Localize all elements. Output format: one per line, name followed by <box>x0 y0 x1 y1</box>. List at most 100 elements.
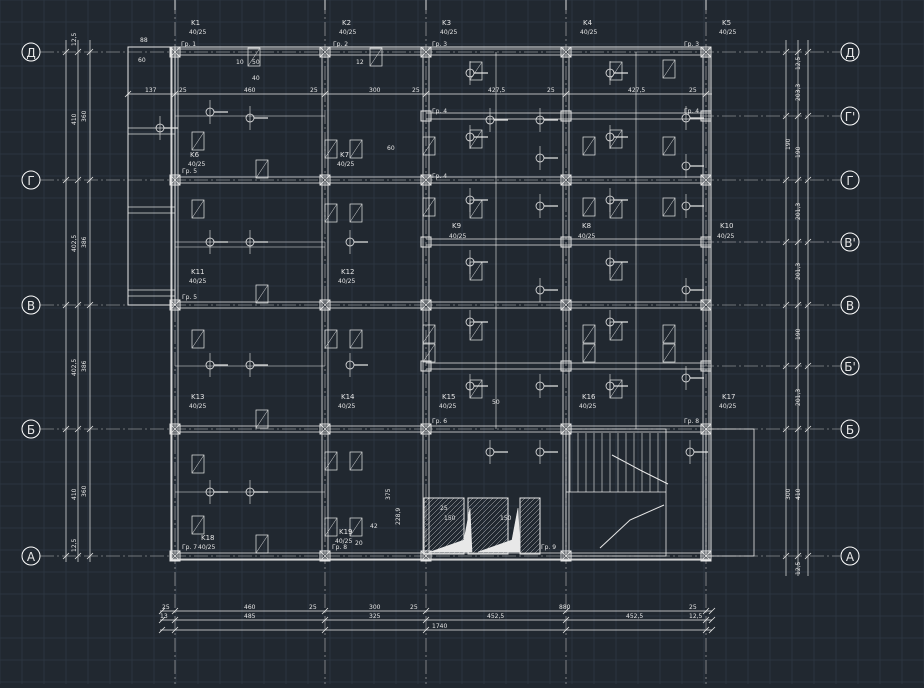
dim-text: 410 <box>795 488 802 500</box>
svg-text:K14: K14 <box>341 393 355 401</box>
svg-text:K5: K5 <box>722 19 731 27</box>
shaft-hatch <box>467 497 499 529</box>
wall-stub <box>422 197 436 217</box>
wall-stub <box>255 159 269 179</box>
svg-text:K13: K13 <box>191 393 205 401</box>
wall-hatch <box>469 261 483 281</box>
column-hatch <box>700 46 712 58</box>
dim-text: 190 <box>795 146 802 158</box>
column <box>420 46 432 58</box>
dim-tick <box>124 90 132 98</box>
svg-text:А: А <box>27 550 36 564</box>
wall-stub <box>247 47 261 67</box>
dim-tick <box>562 90 570 98</box>
column <box>319 174 331 186</box>
svg-text:K6: K6 <box>190 151 200 159</box>
wall-stub <box>324 139 338 159</box>
dim-tick <box>321 616 329 624</box>
dim-text: 360 <box>81 110 88 122</box>
dim-text: 12,5 <box>71 32 78 46</box>
dim-text: 25 <box>689 604 697 611</box>
svg-text:40/25: 40/25 <box>198 544 215 551</box>
wall-hatch <box>324 451 338 471</box>
dim-tick <box>74 425 82 433</box>
shaft-hatch <box>519 527 541 549</box>
shaft-hatch <box>519 497 536 514</box>
beam-label: Гр. 4 <box>432 173 447 180</box>
beam-label: Гр. 2 <box>333 41 348 48</box>
dim-text: 402,5 <box>71 359 78 376</box>
shaft-hatch <box>467 497 489 519</box>
dim-text: 300 <box>369 87 381 94</box>
wall-stub <box>191 131 205 151</box>
column <box>560 46 572 58</box>
dim-tick <box>62 48 70 56</box>
dim-tick <box>422 626 430 634</box>
wall-hatch <box>324 517 338 537</box>
shaft-hatch <box>462 552 465 555</box>
dim-text: 880 <box>559 604 571 611</box>
misc-label: 20 <box>355 540 363 547</box>
svg-text:В': В' <box>844 236 856 250</box>
wall-stub <box>255 409 269 429</box>
column-hatch <box>700 174 712 186</box>
dim-text: 201,3 <box>795 389 802 406</box>
dim-tick <box>708 607 716 615</box>
dim-text: 427,5 <box>488 87 505 94</box>
dim-tick <box>86 425 94 433</box>
column <box>169 46 181 58</box>
column <box>700 174 712 186</box>
dim-tick <box>86 176 94 184</box>
column <box>560 360 572 372</box>
svg-text:40/25: 40/25 <box>717 233 734 240</box>
wall-hatch <box>255 284 269 304</box>
shaft-hatch <box>423 502 465 544</box>
dim-text: 360 <box>81 485 88 497</box>
dim-tick <box>62 552 70 560</box>
dim-text: 12,5 <box>795 561 802 575</box>
shaft-hatch <box>528 542 541 555</box>
column <box>700 46 712 58</box>
dim-tick <box>804 176 812 184</box>
dim-tick <box>158 626 166 634</box>
dim-tick <box>171 616 179 624</box>
svg-text:40/25: 40/25 <box>719 403 736 410</box>
column <box>420 236 432 248</box>
dim-tick <box>804 425 812 433</box>
misc-label: 25 <box>440 505 448 512</box>
column <box>560 236 572 248</box>
dim-text: 25 <box>310 87 318 94</box>
dim-tick <box>782 48 790 56</box>
wall-stub <box>191 454 205 474</box>
dim-text: 190 <box>785 138 792 150</box>
column-hatch <box>560 174 572 186</box>
dim-text: 201,3 <box>795 203 802 220</box>
dim-text: 137 <box>145 87 157 94</box>
shaft-hatch <box>423 497 435 509</box>
dim-tick <box>794 425 802 433</box>
shaft-hatch <box>523 537 541 555</box>
dim-tick <box>171 607 179 615</box>
column <box>169 550 181 562</box>
svg-text:В: В <box>846 299 854 313</box>
wall-stub <box>324 517 338 537</box>
dim-tick <box>702 90 710 98</box>
axis-bubble-right-g: Г <box>840 170 860 190</box>
column-hatch <box>420 174 432 186</box>
shaft-hatch <box>519 497 531 509</box>
column <box>560 110 572 122</box>
beam-label: Гр. 8 <box>684 418 699 425</box>
shaft-hatch <box>423 497 440 514</box>
column <box>319 423 331 435</box>
wall-hatch <box>422 136 436 156</box>
wall-hatch <box>422 197 436 217</box>
wall-hatch <box>349 517 363 537</box>
dim-tick <box>171 90 179 98</box>
wall-hatch <box>662 197 676 217</box>
